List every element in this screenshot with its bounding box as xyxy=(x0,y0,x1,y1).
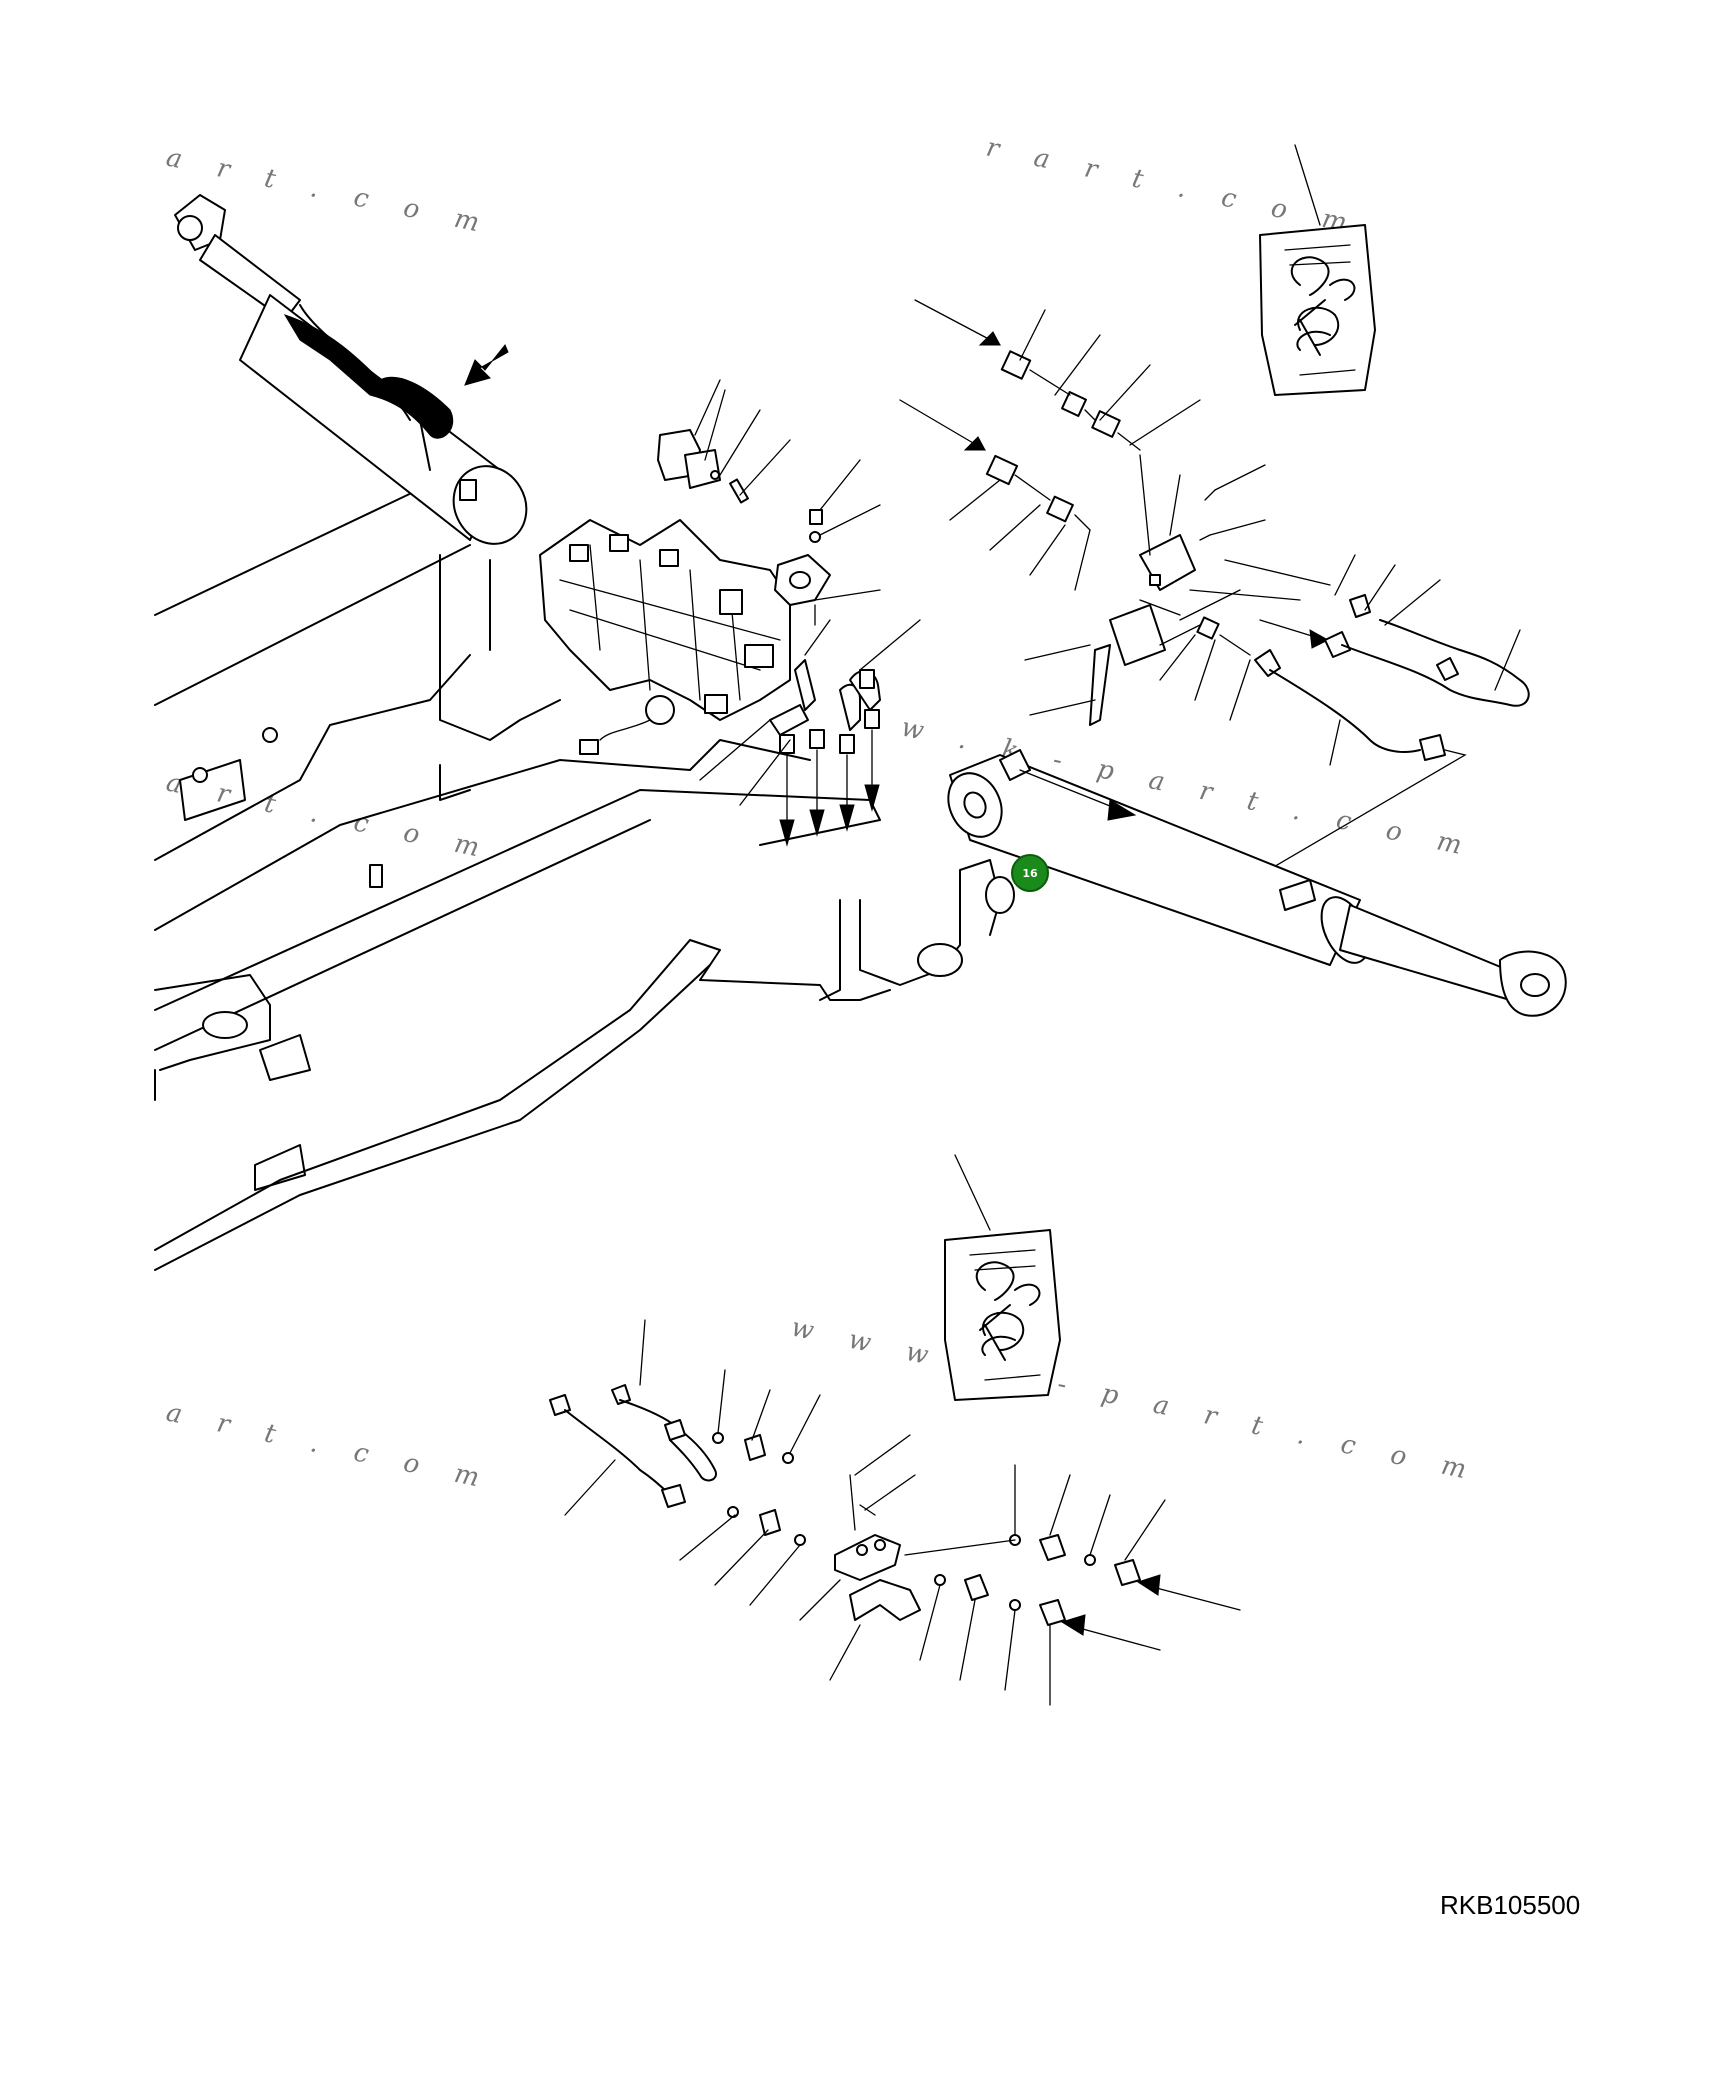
watermark-6: a r t . c o m xyxy=(164,1398,496,1497)
arrow-icon xyxy=(1060,1614,1086,1636)
watermark-2: r a r t . c o m xyxy=(984,133,1364,242)
arrow-icon xyxy=(1107,799,1137,821)
drawing-code: RKB105500 xyxy=(1440,1890,1581,1920)
right-cylinder xyxy=(947,749,1567,1017)
parts-bag-icon xyxy=(944,1229,1061,1401)
fittings-chain-top xyxy=(899,299,1530,876)
watermark-3: a r t . c o m xyxy=(164,768,496,867)
control-valve-icon xyxy=(539,519,791,755)
hydraulic-cylinder-icon xyxy=(174,194,528,545)
hotspot-circle[interactable] xyxy=(1011,854,1049,892)
arrow-icon xyxy=(464,344,509,386)
watermark-5: w w w . k - p a r t . c o m xyxy=(789,1313,1483,1489)
valve-fittings xyxy=(657,379,921,847)
hotspot-label[interactable]: 16 xyxy=(1022,867,1038,880)
fittings-chain-bottom xyxy=(549,1319,1241,1706)
parts-bag-icon xyxy=(1259,224,1376,396)
arrow-icon xyxy=(1136,1574,1161,1596)
hotspot-callout-16[interactable]: 16 xyxy=(1011,854,1049,892)
